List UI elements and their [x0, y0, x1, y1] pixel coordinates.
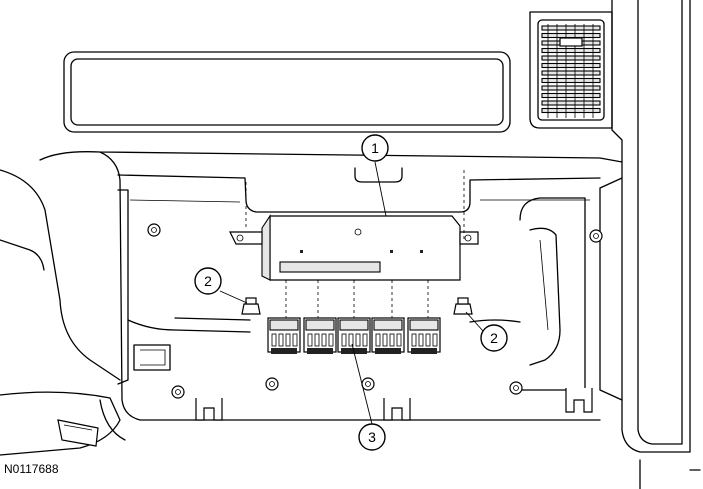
connector-2 [303, 317, 337, 354]
vent-slat [541, 107, 601, 114]
callout-2-left-label: 2 [204, 273, 212, 289]
connector-5 [407, 317, 441, 354]
callout-2-right: 2 [480, 324, 508, 352]
retainer-right [453, 297, 473, 315]
vent-slat [541, 70, 601, 76]
air-vent [529, 11, 613, 129]
figure-code: N0117688 [4, 462, 59, 476]
callout-2-right-label: 2 [490, 330, 498, 346]
instrument-panel-outline [0, 151, 623, 456]
electrical-connectors [267, 317, 441, 354]
lower-left-trim [57, 419, 99, 447]
left-panel-structure [117, 189, 251, 385]
vent-slat [541, 62, 601, 69]
vent-slat [541, 47, 601, 54]
connector-3 [337, 317, 371, 354]
callout-3: 3 [358, 423, 386, 451]
vent-slat [541, 77, 601, 84]
callout-1: 1 [361, 134, 389, 162]
callout-1-label: 1 [371, 140, 379, 156]
mounting-holes [171, 377, 523, 399]
leader-lines [219, 161, 484, 425]
connector-4 [371, 317, 405, 354]
vent-slat [541, 100, 601, 106]
callout-3-label: 3 [368, 429, 376, 445]
module-housing [229, 214, 479, 281]
right-panel-structure [469, 197, 603, 391]
lower-clips [195, 388, 593, 421]
vent-slat [541, 32, 601, 39]
upper-trim-panel [63, 51, 511, 133]
vent-slat [541, 92, 601, 99]
callout-2-left: 2 [194, 267, 222, 295]
alignment-lines [245, 170, 465, 318]
retainer-left [241, 297, 261, 315]
right-side-trim [599, 0, 701, 489]
vent-slat [541, 25, 601, 31]
vent-slat [541, 55, 601, 61]
vent-slat [541, 85, 601, 91]
connector-1 [267, 317, 301, 354]
